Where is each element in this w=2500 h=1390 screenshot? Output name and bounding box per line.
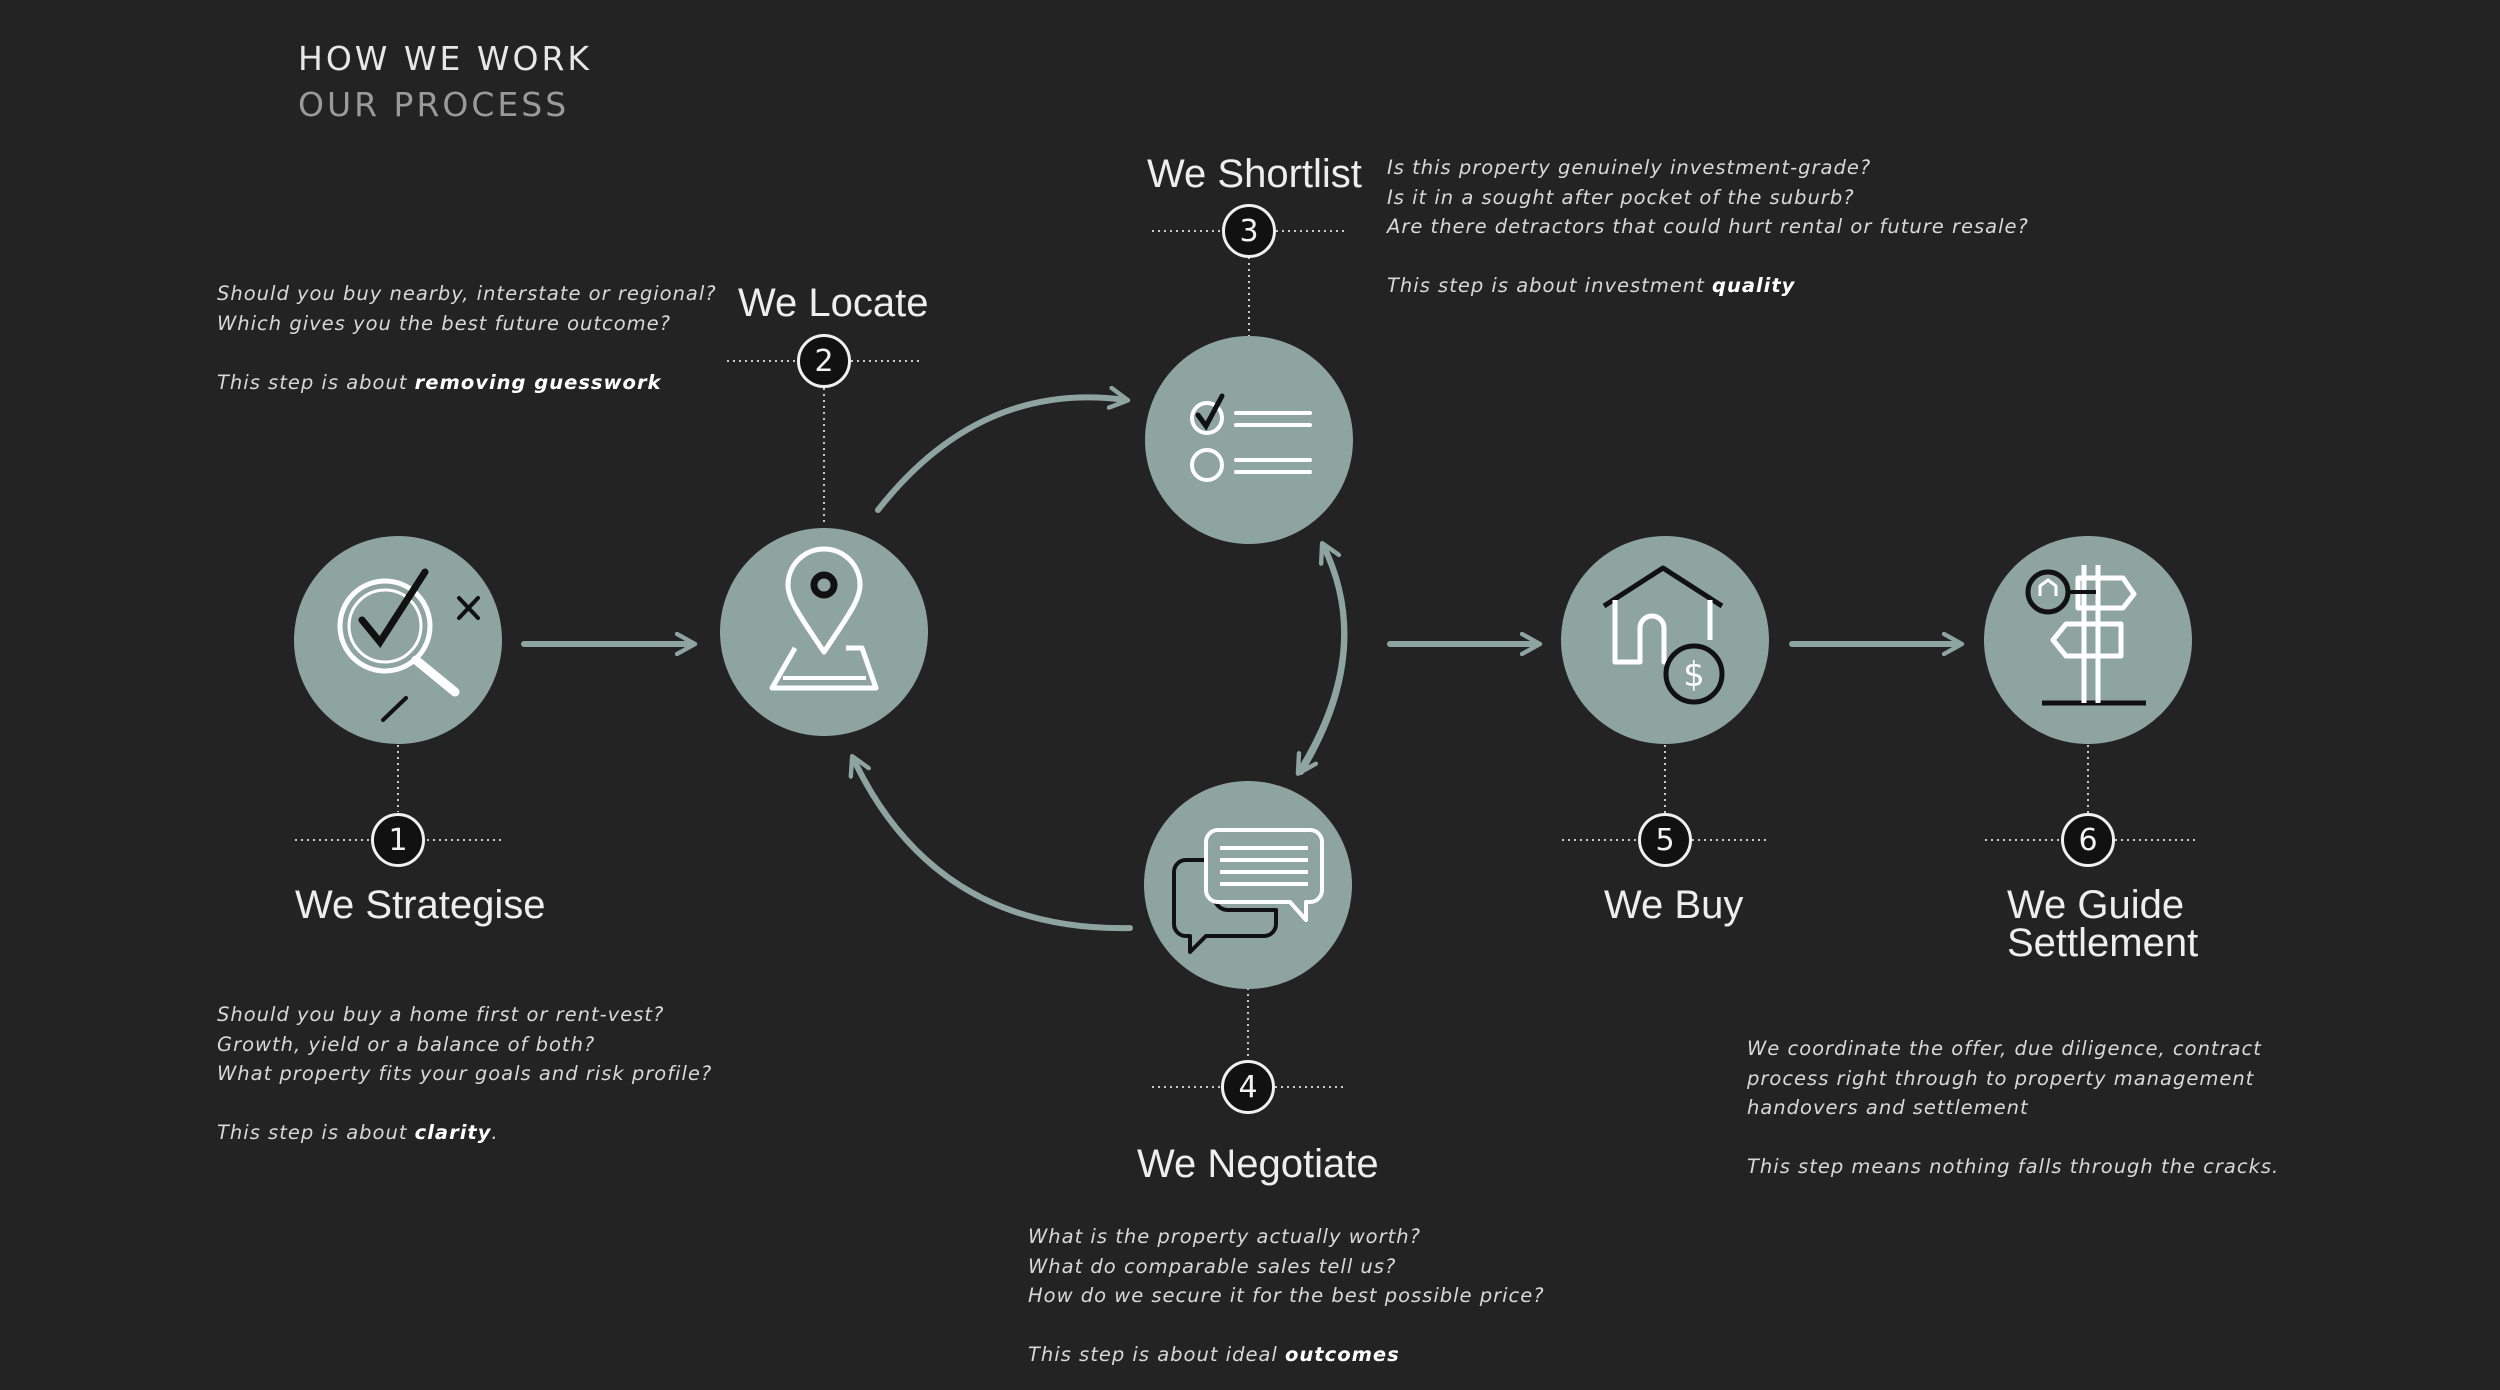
- chat-bubbles-icon: [1172, 828, 1324, 954]
- step1-title: We Strategise: [295, 883, 546, 927]
- step3-number-badge: 3: [1222, 204, 1276, 258]
- step1-summary: This step is about clarity.: [217, 1121, 499, 1144]
- arrow-4-to-2: [853, 758, 1133, 932]
- step3-question: Is this property genuinely investment-gr…: [1387, 156, 1872, 179]
- step2-circle: [720, 528, 928, 736]
- step6-title-line2: Settlement: [2007, 921, 2199, 965]
- map-pin-icon: [769, 546, 879, 691]
- arrow-4-to-3: [1298, 545, 1348, 775]
- step6-title-line1: We Guide: [2007, 883, 2185, 927]
- step4-number-badge: 4: [1221, 1060, 1275, 1114]
- step6-summary: This step means nothing falls through th…: [1747, 1155, 2280, 1178]
- magnifier-check-icon: [337, 568, 480, 722]
- step1-question: What property fits your goals and risk p…: [217, 1062, 713, 1085]
- step6-notes: We coordinate the offer, due diligence, …: [1747, 1034, 2279, 1182]
- house-dollar-icon: [1602, 565, 1725, 705]
- step1-circle: [294, 536, 502, 744]
- page-kicker: HOW WE WORK OUR PROCESS: [298, 36, 592, 128]
- dollar-glyph: $: [1683, 655, 1705, 695]
- connector-lines: [295, 230, 2195, 1088]
- flow-arrows: [521, 397, 1960, 932]
- step6-number-badge: 6: [2061, 813, 2115, 867]
- step2-question: Which gives you the best future outcome?: [217, 311, 672, 335]
- step1-number-badge: 1: [371, 813, 425, 867]
- step6-question: We coordinate the offer, due diligence, …: [1747, 1037, 2262, 1060]
- header-line2: OUR PROCESS: [298, 85, 570, 124]
- step2-title: We Locate: [738, 281, 929, 325]
- step5-title: We Buy: [1604, 883, 1744, 927]
- step4-notes: What is the property actually worth? Wha…: [1028, 1222, 1545, 1370]
- step1-question: Should you buy a home first or rent-vest…: [217, 1003, 665, 1026]
- step4-summary: This step is about ideal outcomes: [1028, 1343, 1400, 1366]
- step6-title: We Guide Settlement: [2007, 883, 2199, 965]
- step3-summary: This step is about investment quality: [1387, 274, 1796, 297]
- step1-notes: Should you buy a home first or rent-vest…: [217, 1000, 712, 1148]
- step4-question: How do we secure it for the best possibl…: [1028, 1284, 1545, 1307]
- step6-question: process right through to property manage…: [1747, 1066, 2255, 1090]
- step5-number-badge: 5: [1638, 813, 1692, 867]
- step4-title: We Negotiate: [1137, 1142, 1379, 1186]
- step3-question: Are there detractors that could hurt ren…: [1387, 215, 2029, 238]
- step1-question: Growth, yield or a balance of both?: [217, 1032, 596, 1056]
- step6-question: handovers and settlement: [1747, 1096, 2029, 1119]
- step4-question: What do comparable sales tell us?: [1028, 1254, 1397, 1278]
- step2-number-badge: 2: [797, 334, 851, 388]
- signpost-icon: [2025, 565, 2146, 706]
- step3-notes: Is this property genuinely investment-gr…: [1387, 153, 2029, 301]
- step4-question: What is the property actually worth?: [1028, 1225, 1421, 1248]
- step3-circle: [1145, 336, 1353, 544]
- step2-notes: Should you buy nearby, interstate or reg…: [217, 279, 717, 397]
- step3-question: Is it in a sought after pocket of the su…: [1387, 185, 1855, 209]
- checklist-icon: [1190, 393, 1312, 482]
- header-line1: HOW WE WORK: [298, 39, 593, 78]
- arrow-2-to-3: [875, 397, 1126, 513]
- step2-question: Should you buy nearby, interstate or reg…: [217, 282, 717, 305]
- step3-title: We Shortlist: [1147, 152, 1362, 196]
- step6-circle: [1984, 536, 2192, 744]
- step2-summary: This step is about removing guesswork: [217, 370, 662, 394]
